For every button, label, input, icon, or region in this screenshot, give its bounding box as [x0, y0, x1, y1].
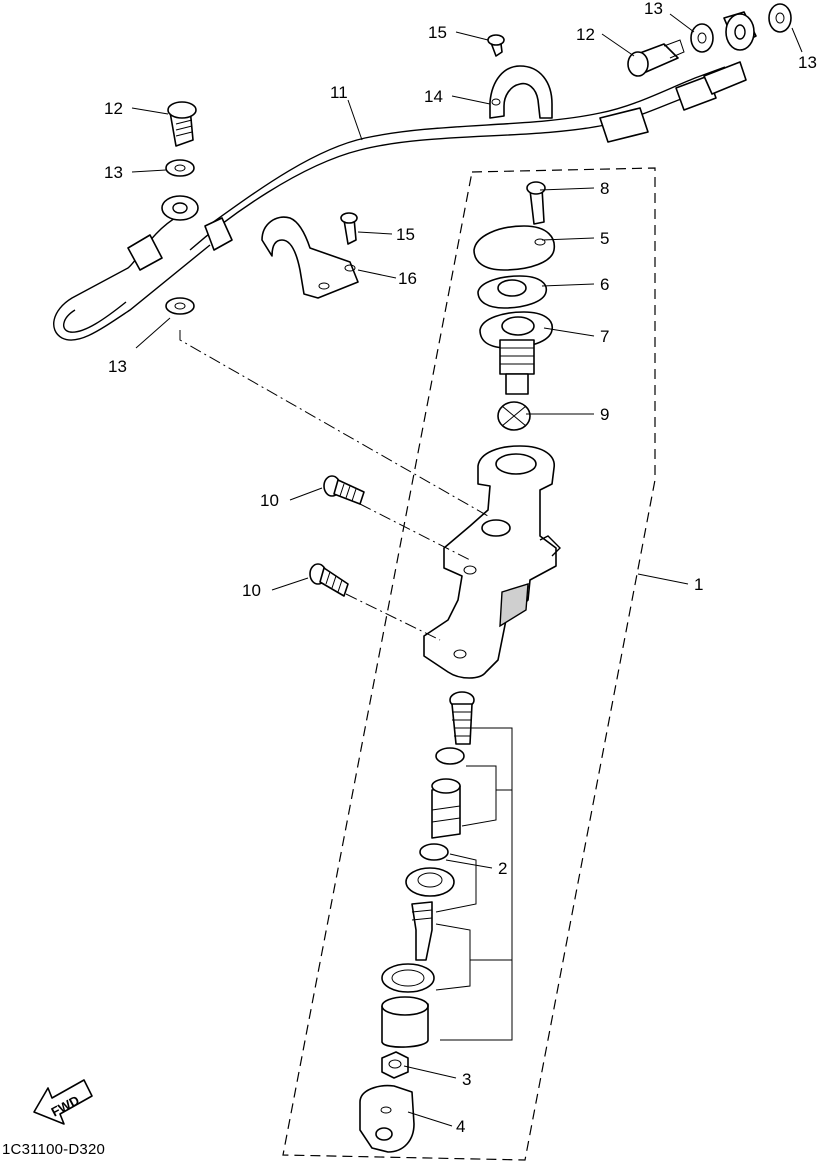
- callout-12-left: 12: [104, 99, 123, 118]
- union-bolt-left: [167, 101, 197, 147]
- hose-guide-16: [261, 212, 359, 299]
- reservoir-bolt-8: [526, 181, 546, 225]
- callout-9: 9: [600, 405, 609, 424]
- callout-15-top: 15: [428, 23, 447, 42]
- callout-11: 11: [330, 83, 348, 102]
- callout-7: 7: [600, 327, 609, 346]
- callout-10-upper: 10: [260, 491, 279, 510]
- callout-5: 5: [600, 229, 609, 248]
- brake-hose: [53, 11, 757, 341]
- mounting-bolt-upper: [323, 475, 365, 505]
- leader-lines: [131, 13, 803, 1127]
- callout-13-top: 13: [644, 0, 663, 18]
- washers: [165, 3, 792, 315]
- hose-guide-14: [487, 34, 553, 119]
- callout-13-left-lower: 13: [108, 357, 127, 376]
- mounting-bolt-lower: [309, 563, 349, 597]
- float-9: [497, 401, 531, 431]
- callout-15-middle: 15: [396, 225, 415, 244]
- fwd-arrow-icon: FWD: [33, 1079, 93, 1125]
- callout-2: 2: [498, 859, 507, 878]
- assembly-boundary: [282, 167, 656, 1161]
- callout-13-right: 13: [798, 53, 817, 72]
- callout-8: 8: [600, 179, 609, 198]
- master-cylinder-body: [423, 445, 561, 679]
- callout-4: 4: [456, 1117, 465, 1136]
- callouts: 1 2 3 4 5 6 7 8 9 10 10 11 12 12 13 13 1…: [104, 0, 817, 1136]
- callout-6: 6: [600, 275, 609, 294]
- callout-12-right: 12: [576, 25, 595, 44]
- locknut-3: [381, 1051, 409, 1079]
- callout-13-left-upper: 13: [104, 163, 123, 182]
- callout-1: 1: [694, 575, 703, 594]
- callout-10-lower: 10: [242, 581, 261, 600]
- callout-14: 14: [424, 87, 443, 106]
- clevis-4: [359, 1084, 415, 1153]
- reservoir-cap-5: [473, 225, 556, 271]
- callout-16: 16: [398, 269, 417, 288]
- callout-3: 3: [462, 1070, 471, 1089]
- diagram-code: 1C31100-D320: [2, 1141, 106, 1158]
- diaphragm-plate-6: [477, 275, 548, 309]
- union-bolt-right: [627, 39, 685, 77]
- piston-kit: [381, 691, 513, 1048]
- alignment-lines: [179, 330, 489, 641]
- diaphragm-7: [479, 311, 553, 395]
